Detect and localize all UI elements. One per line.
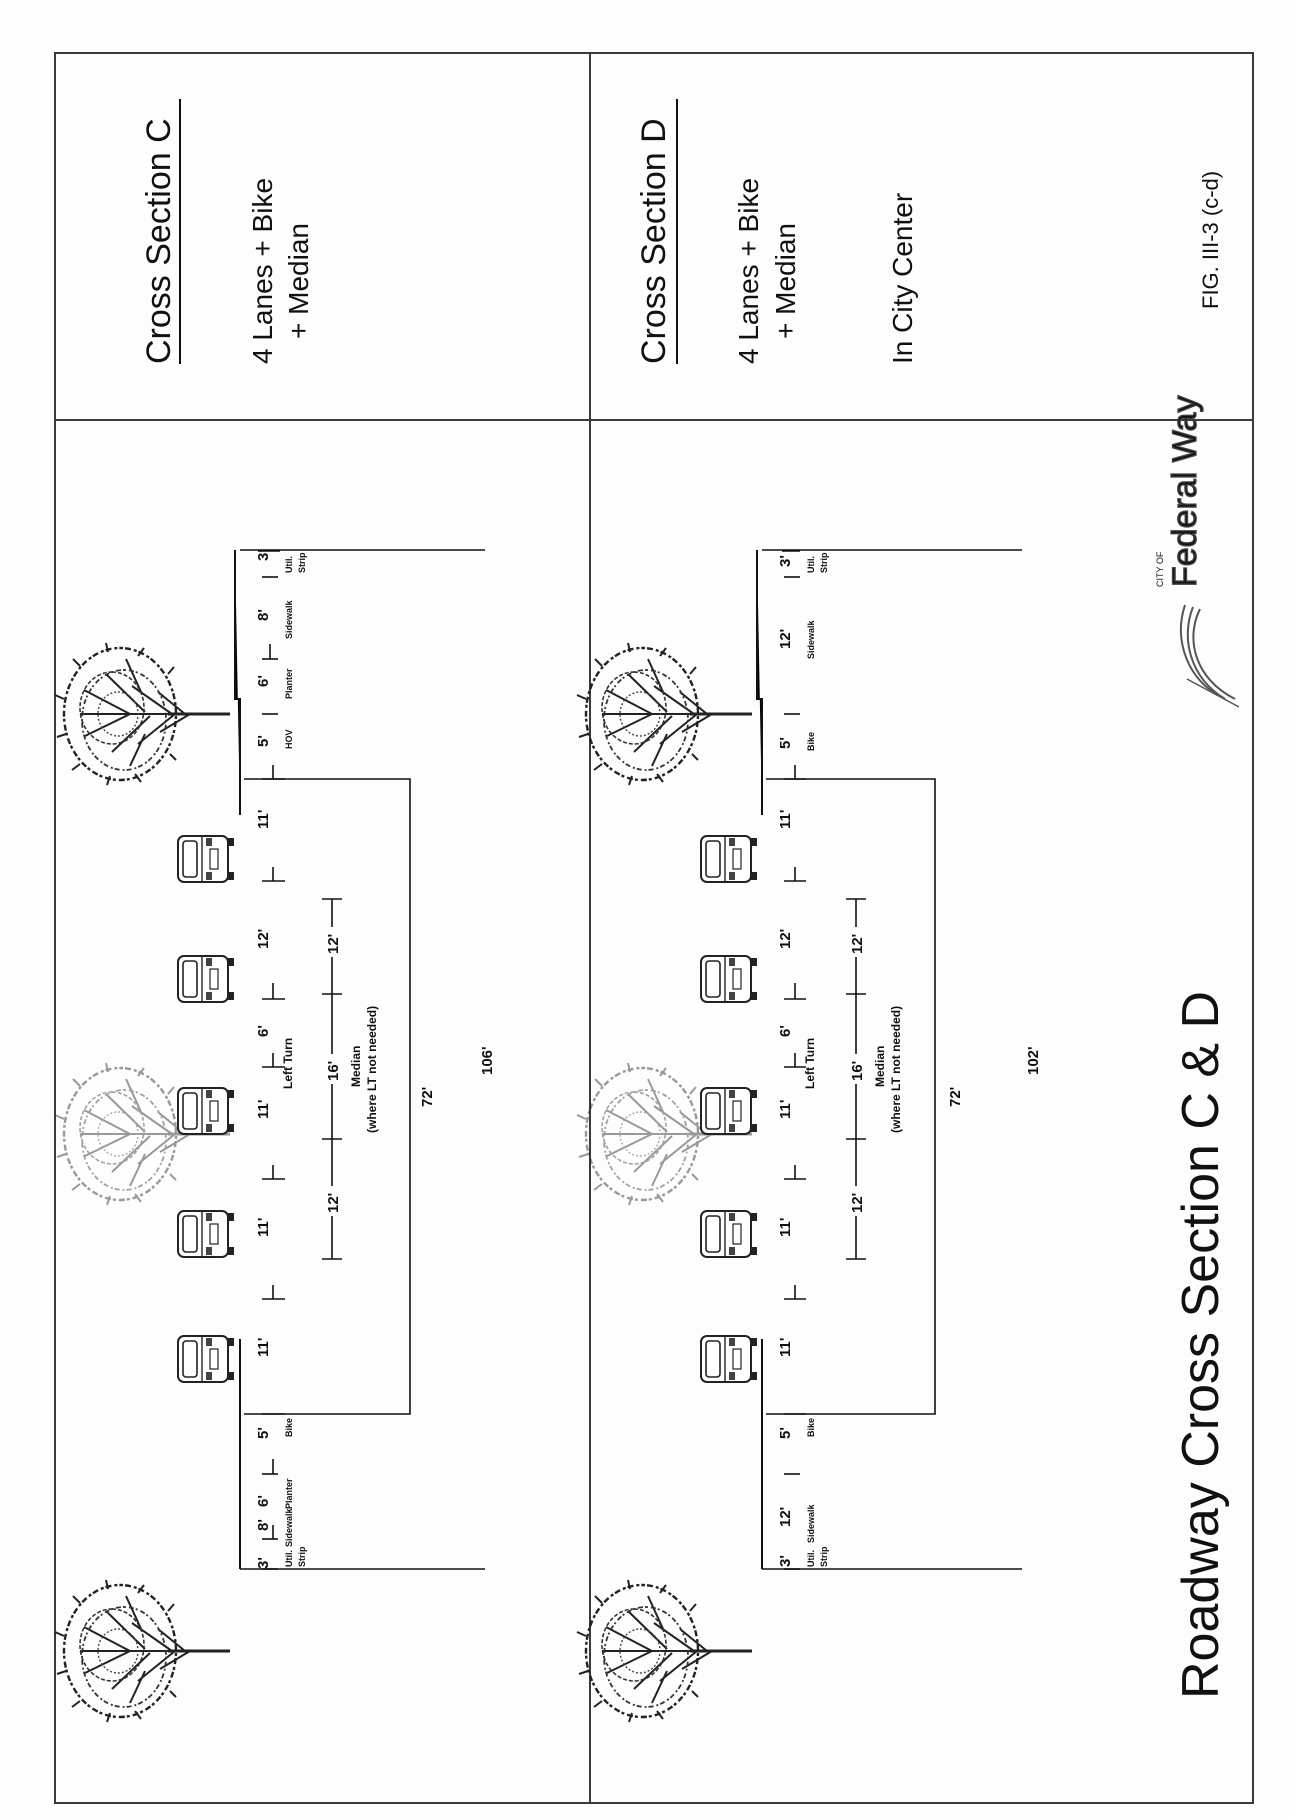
car-icon	[177, 955, 235, 1003]
dim-label: 6'	[255, 675, 272, 687]
section-c-heading: Cross Section C	[140, 118, 178, 364]
tree-icon	[53, 1578, 232, 1724]
section-c-heading-block: Cross Section C 4 Lanes + Bike + Median	[140, 99, 314, 364]
dim-label: 3'	[777, 555, 794, 567]
dim-label: 3'	[777, 1555, 794, 1567]
dim-label: 6'	[255, 1025, 272, 1037]
logo-text: Federal Way	[1166, 396, 1204, 587]
dim-label: 12'	[777, 1507, 794, 1527]
dim-label: 5'	[777, 1427, 794, 1439]
car-icon	[177, 1210, 235, 1258]
curb-to-curb-width: 72'	[947, 1087, 964, 1107]
dim-label: 5'	[255, 1427, 272, 1439]
dim-label: 5'	[255, 735, 272, 747]
segment-label: HOV	[284, 729, 294, 749]
dim-label: 11'	[777, 1100, 794, 1119]
segment-label: Util.	[284, 1550, 294, 1567]
tree-icon	[575, 641, 754, 787]
dim-label: 6'	[777, 1025, 794, 1037]
figure-number: FIG. III-3 (c-d)	[1198, 171, 1223, 309]
car-icon	[700, 1335, 758, 1383]
cross-section-d: 3' 12' 5' 11' 12' 6' 11' 11' 11' 5' 12' …	[575, 549, 1042, 1724]
car-icon	[700, 1087, 758, 1135]
segment-label: Bike	[806, 1418, 816, 1437]
segment-label: Left Turn	[281, 1038, 295, 1089]
median-dim: 12'	[325, 1193, 342, 1213]
dim-label: 5'	[777, 737, 794, 749]
segment-label: Strip	[297, 552, 307, 573]
dim-label: 8'	[255, 609, 272, 621]
dim-label: 12'	[777, 629, 794, 649]
segment-label: Left Turn	[803, 1038, 817, 1089]
car-icon	[177, 1087, 235, 1135]
segment-label: Bike	[284, 1418, 294, 1437]
tree-icon	[53, 641, 232, 787]
dim-label: 12'	[255, 929, 272, 949]
section-d-desc-line-2: + Median	[770, 223, 801, 339]
median-note: (where LT not needed)	[365, 1006, 379, 1133]
city-of-federal-way-logo: CITY OF Federal Way	[1155, 395, 1240, 708]
segment-label: Strip	[819, 552, 829, 573]
dim-label: 11'	[255, 1100, 272, 1119]
median-label: Median	[349, 1046, 363, 1087]
segment-label: Sidewalk	[806, 619, 816, 659]
dim-label: 3'	[255, 549, 272, 561]
car-icon	[177, 835, 235, 883]
dim-label: 11'	[777, 1338, 794, 1357]
dim-label: 12'	[777, 929, 794, 949]
logo-small-text: CITY OF	[1155, 551, 1165, 587]
median-dim: 12'	[849, 934, 866, 954]
median-dim: 12'	[325, 934, 342, 954]
right-of-way-width: 102'	[1025, 1046, 1042, 1075]
car-icon	[177, 1335, 235, 1383]
segment-label: Strip	[297, 1546, 307, 1567]
cross-section-c: 3' 8' 6' 5' 11' 12' 6' 11' 11' 11' 5' 6'…	[53, 549, 496, 1724]
section-c-desc-line-2: + Median	[283, 223, 314, 339]
median-dim: 12'	[849, 1193, 866, 1213]
page-title: Roadway Cross Section C & D	[1172, 991, 1230, 1699]
dim-label: 11'	[255, 810, 272, 829]
segment-label: Bike	[806, 732, 816, 751]
segment-label: Util.	[806, 556, 816, 573]
segment-label: Sidewalk	[806, 1503, 816, 1543]
section-c-desc-line-1: 4 Lanes + Bike	[247, 178, 278, 364]
segment-label: Planter	[284, 668, 294, 699]
median-dim: 16'	[325, 1061, 342, 1081]
dim-label: 6'	[255, 1495, 272, 1507]
outer-frame	[54, 52, 1254, 1804]
dim-label: 11'	[777, 810, 794, 829]
car-icon	[700, 955, 758, 1003]
tree-icon	[575, 1578, 754, 1724]
right-of-way-width: 106'	[479, 1046, 496, 1075]
median-label: Median	[873, 1046, 887, 1087]
section-d-heading-block: Cross Section D 4 Lanes + Bike + Median …	[635, 99, 918, 364]
median-note: (where LT not needed)	[889, 1006, 903, 1133]
car-icon	[700, 1210, 758, 1258]
segment-label: Strip	[819, 1546, 829, 1567]
segment-label: Util.	[284, 556, 294, 573]
segment-label: Sidewalk	[284, 599, 294, 639]
section-d-desc-line-4: In City Center	[887, 193, 918, 364]
car-icon	[700, 835, 758, 883]
dim-label: 3'	[255, 1557, 272, 1569]
median-dim: 16'	[849, 1061, 866, 1081]
section-d-heading: Cross Section D	[635, 118, 673, 364]
segment-label: Util.	[806, 1550, 816, 1567]
segment-label: Sidewalk	[284, 1507, 294, 1547]
dim-label: 8'	[255, 1519, 272, 1531]
curb-to-curb-width: 72'	[419, 1087, 436, 1107]
dim-label: 11'	[255, 1218, 272, 1237]
dim-label: 11'	[255, 1338, 272, 1357]
dim-label: 11'	[777, 1218, 794, 1237]
segment-label: Planter	[284, 1478, 294, 1509]
section-d-desc-line-1: 4 Lanes + Bike	[733, 178, 764, 364]
